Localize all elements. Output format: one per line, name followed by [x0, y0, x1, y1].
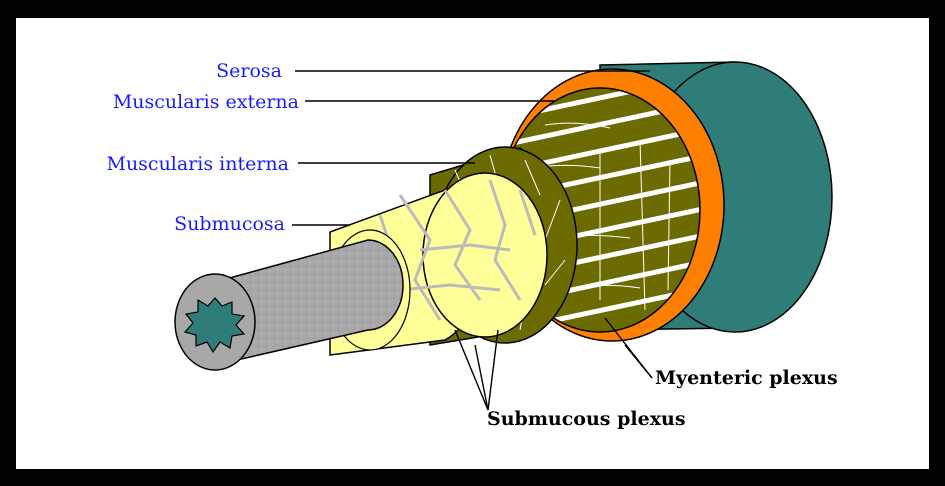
label-submucosa: Submucosa [174, 213, 285, 235]
label-muscularis-interna: Muscularis interna [106, 153, 289, 175]
label-serosa: Serosa [216, 60, 282, 82]
label-submucous-plexus: Submucous plexus [487, 408, 686, 430]
label-myenteric-plexus: Myenteric plexus [655, 367, 838, 389]
label-muscularis-externa: Muscularis externa [113, 91, 299, 113]
